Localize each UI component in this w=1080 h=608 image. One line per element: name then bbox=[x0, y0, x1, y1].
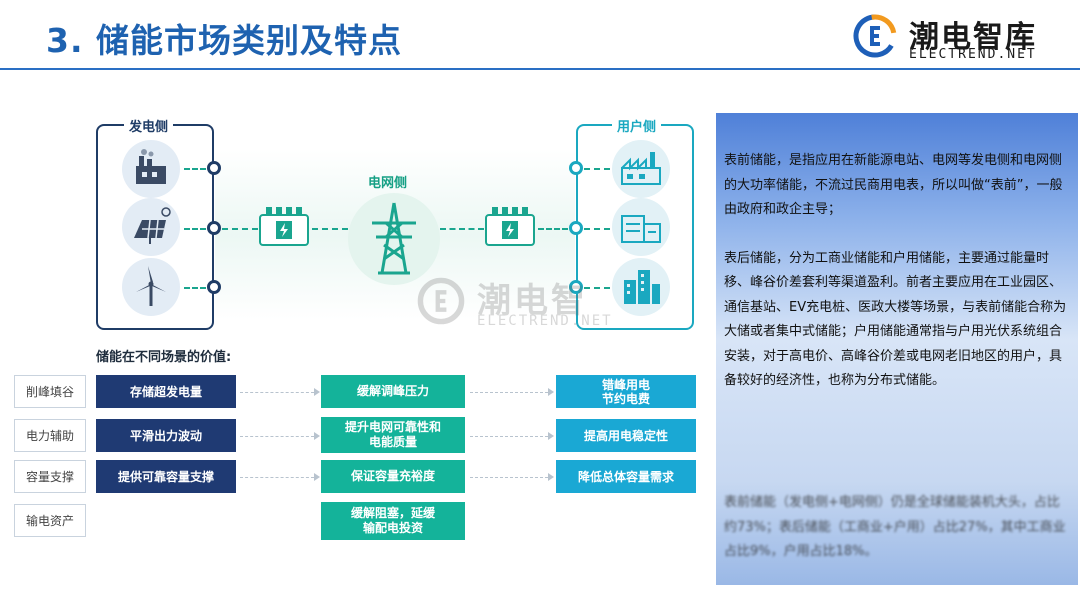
watermark-logo-icon bbox=[417, 277, 465, 325]
warehouse-icon bbox=[621, 215, 661, 243]
row1-arrowhead-a bbox=[314, 388, 320, 396]
wind-turbine-icon bbox=[136, 266, 166, 306]
office-building-icon bbox=[624, 270, 660, 304]
watermark-text-en: ELECTREND.NET bbox=[477, 313, 613, 329]
value-section-title: 储能在不同场景的价值: bbox=[96, 350, 232, 365]
gen-connector-3 bbox=[207, 280, 221, 294]
grid-value-4: 缓解阻塞，延缓 输配电投资 bbox=[321, 502, 465, 540]
row3-arrowhead-b bbox=[548, 473, 554, 481]
grid-value-2: 提升电网可靠性和 电能质量 bbox=[321, 417, 465, 453]
user-link-3 bbox=[584, 287, 610, 289]
gen-value-2: 平滑出力波动 bbox=[96, 419, 236, 452]
gen-value-3: 提供可靠容量支撑 bbox=[96, 460, 236, 493]
behind-the-meter-paragraph: 表后储能，分为工商业储能和户用储能，主要通过能量时移、峰谷价差套利等渠道盈利。前… bbox=[724, 250, 1067, 389]
gen-link-3 bbox=[184, 287, 206, 289]
category-capacity-support: 容量支撑 bbox=[14, 460, 86, 493]
category-peak-shaving: 削峰填谷 bbox=[14, 375, 86, 408]
generation-side-label: 发电侧 bbox=[124, 116, 174, 135]
logo: 潮电智库 ELECTREND.NET bbox=[851, 10, 1071, 66]
factory-icon bbox=[136, 149, 166, 184]
row1-arrow-b bbox=[470, 392, 548, 393]
grid-to-storage-link-right bbox=[440, 228, 484, 230]
factory-icon-bg bbox=[122, 140, 180, 198]
description-text: 表前储能，是指应用在新能源电站、电网等发电侧和电网侧的大功率储能，不流过民商用电… bbox=[724, 149, 1070, 418]
logo-text-en: ELECTREND.NET bbox=[909, 47, 1037, 62]
user-connector-1 bbox=[569, 161, 583, 175]
logo-text-cn: 潮电智库 bbox=[909, 20, 1037, 55]
user-link-2 bbox=[584, 228, 610, 230]
description-panel: 表前储能，是指应用在新能源电站、电网等发电侧和电网侧的大功率储能，不流过民商用电… bbox=[716, 113, 1078, 585]
user-connector-3 bbox=[569, 280, 583, 294]
battery-storage-icon-right bbox=[485, 207, 535, 246]
grid-value-1: 缓解调峰压力 bbox=[321, 375, 465, 408]
user-link-1 bbox=[584, 168, 610, 170]
row2-arrowhead-b bbox=[548, 432, 554, 440]
user-value-1: 错峰用电 节约电费 bbox=[556, 375, 696, 408]
row1-arrowhead-b bbox=[548, 388, 554, 396]
gen-value-1: 存储超发电量 bbox=[96, 375, 236, 408]
row3-arrowhead-a bbox=[314, 473, 320, 481]
transmission-tower-icon bbox=[372, 202, 416, 275]
row2-arrow-b bbox=[470, 436, 548, 437]
industrial-icon-bg bbox=[612, 140, 670, 198]
user-value-3: 降低总体容量需求 bbox=[556, 460, 696, 493]
row3-arrow-a bbox=[240, 477, 314, 478]
gen-connector-2 bbox=[207, 221, 221, 235]
electrend-logo-icon bbox=[853, 14, 897, 58]
battery-storage-icon-left bbox=[259, 207, 309, 246]
category-ancillary-services: 电力辅助 bbox=[14, 419, 86, 452]
gen-link-1 bbox=[184, 168, 206, 170]
user-value-2: 提高用电稳定性 bbox=[556, 419, 696, 452]
solar-panel-icon bbox=[134, 207, 171, 244]
grid-value-3: 保证容量充裕度 bbox=[321, 460, 465, 493]
user-side-label: 用户侧 bbox=[612, 116, 662, 135]
row3-arrow-b bbox=[470, 477, 548, 478]
watermark: 潮电智 ELECTREND.NET bbox=[415, 273, 675, 333]
building-icon-bg bbox=[612, 258, 670, 316]
watermark-text-cn: 潮电智 bbox=[477, 281, 588, 321]
row2-arrow-a bbox=[240, 436, 314, 437]
grid-tower-bg bbox=[348, 193, 440, 285]
storage-to-user-link bbox=[538, 228, 568, 230]
wind-icon-bg bbox=[122, 258, 180, 316]
page-title: 3. 储能市场类别及特点 bbox=[46, 21, 402, 60]
industrial-plant-icon bbox=[621, 152, 661, 185]
category-transmission-assets: 输电资产 bbox=[14, 504, 86, 537]
row1-arrow-a bbox=[240, 392, 314, 393]
gen-connector-1 bbox=[207, 161, 221, 175]
grid-side-label: 电网侧 bbox=[368, 176, 408, 191]
front-of-meter-paragraph: 表前储能，是指应用在新能源电站、电网等发电侧和电网侧的大功率储能，不流过民商用电… bbox=[724, 153, 1063, 217]
market-share-paragraph: 表前储能（发电侧+电网侧）仍是全球储能装机大头，占比约73%；表后储能（工商业+… bbox=[724, 495, 1066, 559]
user-connector-2 bbox=[569, 221, 583, 235]
warehouse-icon-bg bbox=[612, 198, 670, 256]
gen-link-2 bbox=[184, 228, 206, 230]
storage-to-grid-link-left bbox=[312, 228, 348, 230]
solar-icon-bg bbox=[122, 198, 180, 256]
gen-to-storage-link bbox=[222, 228, 258, 230]
title-divider bbox=[0, 68, 1080, 70]
row2-arrowhead-a bbox=[314, 432, 320, 440]
